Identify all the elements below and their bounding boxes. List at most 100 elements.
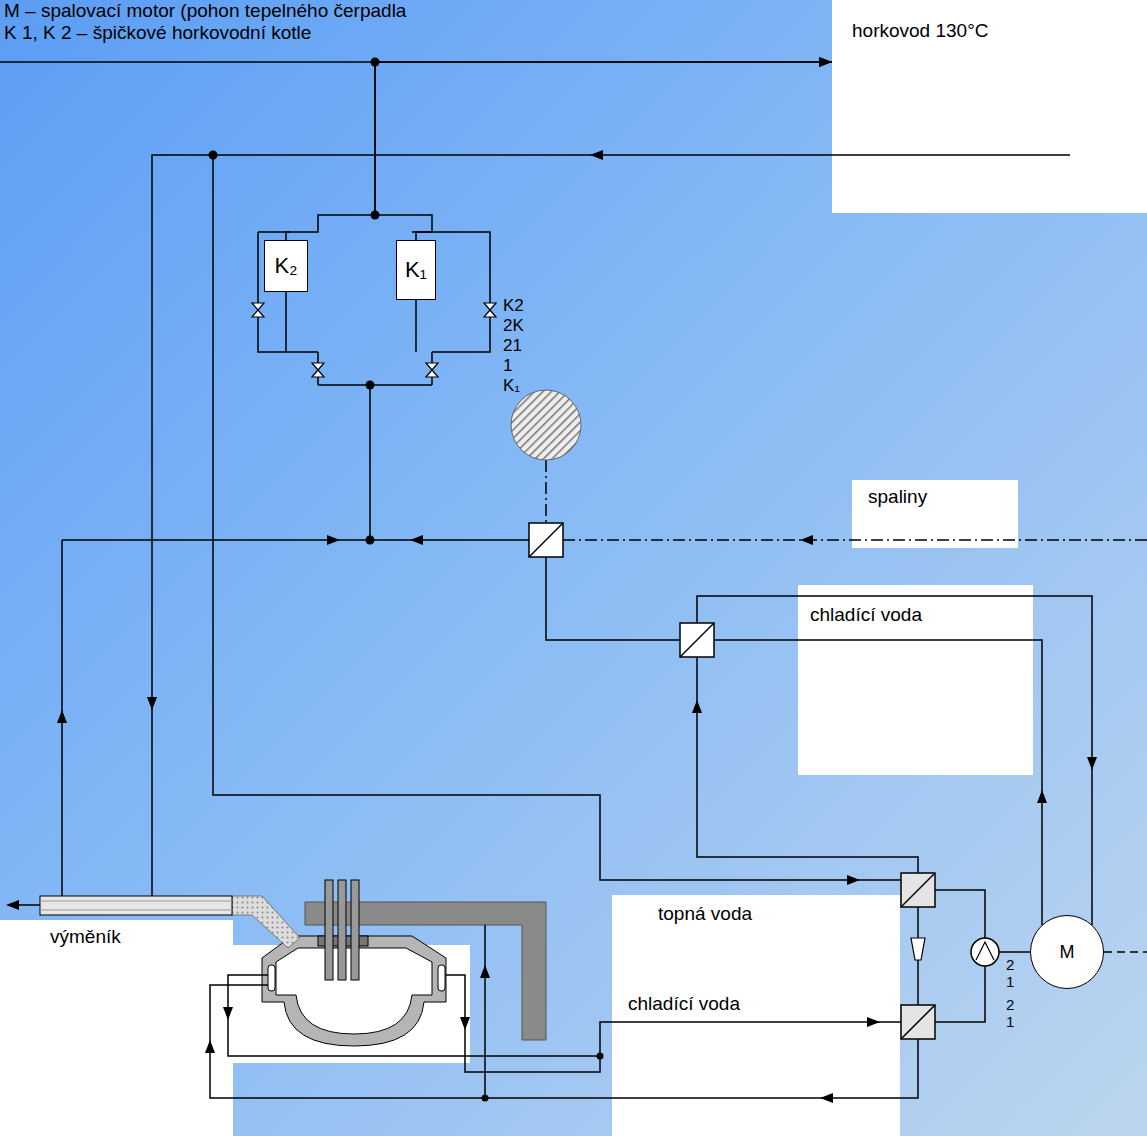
pipe-label-box: horkovod 130°C bbox=[832, 0, 1147, 213]
exchanger-label-box: výměník bbox=[0, 920, 233, 1136]
label-holder: K₁ bbox=[503, 376, 520, 396]
flow-arrow bbox=[205, 1040, 215, 1053]
junction-dot bbox=[209, 151, 218, 160]
pipe bbox=[62, 540, 529, 896]
tube-inner-lines bbox=[40, 901, 232, 910]
pipe-connector bbox=[286, 62, 832, 240]
valve-symbol bbox=[252, 303, 264, 317]
heat-exchanger bbox=[529, 523, 563, 557]
node-text: horkovod 130°C bbox=[852, 20, 988, 42]
valve-symbol bbox=[484, 303, 496, 317]
pipe bbox=[412, 232, 490, 385]
pipe bbox=[152, 155, 1070, 896]
label-holder: 1 bbox=[503, 356, 512, 376]
exchanger-diagonal bbox=[680, 623, 714, 657]
flow-arrow bbox=[847, 875, 860, 885]
flow-arrow bbox=[480, 965, 490, 978]
valve-symbol bbox=[426, 363, 438, 377]
label-holder: 2K bbox=[503, 316, 524, 336]
junction-dot bbox=[366, 536, 375, 545]
flow-arrow bbox=[223, 1007, 233, 1020]
junctions bbox=[209, 58, 604, 1102]
callout-number: K₁ bbox=[503, 376, 520, 396]
engine-circle: M bbox=[1030, 915, 1104, 989]
flue-gas-line bbox=[546, 460, 1147, 540]
callout-number: 21 bbox=[503, 336, 522, 356]
exchanger-diagonal bbox=[901, 1005, 935, 1039]
flow-arrow bbox=[692, 700, 702, 713]
node-text: K₁ bbox=[405, 257, 427, 283]
pipe bbox=[697, 657, 918, 873]
node-text: K₂ bbox=[274, 253, 297, 279]
electrode bbox=[338, 880, 346, 980]
condenser bbox=[901, 873, 935, 907]
valve-symbol bbox=[312, 363, 324, 377]
cooling-panel bbox=[438, 965, 445, 991]
label-holder: M – spalovací motor (pohon tepelného čer… bbox=[4, 0, 406, 22]
pipe bbox=[228, 975, 901, 1072]
flow-arrow bbox=[410, 535, 423, 545]
boiler-box: K₂ bbox=[264, 240, 308, 292]
callout-number: 1 bbox=[1006, 1013, 1014, 1030]
key-text: M – spalovací motor (pohon tepelného čer… bbox=[4, 0, 406, 22]
label-holder: 1 bbox=[1006, 1013, 1014, 1030]
flue-gas-label-box: spaliny bbox=[852, 480, 1018, 548]
drive-shaft bbox=[999, 951, 1030, 953]
label-holder: K 1, K 2 – špičkové horkovodní kotle bbox=[4, 22, 311, 44]
callout-number: 1 bbox=[1006, 973, 1014, 990]
junction-dot bbox=[366, 381, 375, 390]
junction-dot bbox=[371, 58, 380, 67]
junction-dot bbox=[597, 1053, 604, 1060]
tube-exchanger bbox=[40, 896, 232, 915]
node-text: chladící voda bbox=[810, 604, 922, 626]
exhaust-line bbox=[1104, 951, 1147, 953]
exchanger-diagonal bbox=[901, 873, 935, 907]
callout-number: 2 bbox=[1006, 996, 1014, 1013]
flow-arrow bbox=[590, 150, 603, 160]
pipe bbox=[258, 232, 318, 385]
callout-number: K2 bbox=[503, 296, 524, 316]
cooling-water-label-box: chladící voda bbox=[798, 585, 1033, 775]
pipe bbox=[210, 925, 918, 1098]
pipes bbox=[0, 62, 1147, 1098]
callout-number: 1 bbox=[503, 356, 512, 376]
pipe bbox=[546, 557, 680, 640]
electrode bbox=[351, 880, 359, 980]
callout-number: 2 bbox=[1006, 956, 1014, 973]
flow-arrow bbox=[147, 697, 157, 710]
label-holder: 2 bbox=[1006, 996, 1014, 1013]
flow-arrow bbox=[1087, 757, 1097, 770]
key-text: K 1, K 2 – špičkové horkovodní kotle bbox=[4, 22, 311, 44]
label-holder: K2 bbox=[503, 296, 524, 316]
flow-arrow bbox=[800, 535, 813, 545]
node-text: spaliny bbox=[868, 486, 927, 508]
label-holder: 2 bbox=[1006, 956, 1014, 973]
dust-duct bbox=[232, 896, 300, 948]
chimney-symbol bbox=[511, 390, 581, 460]
junction-dot bbox=[482, 1095, 489, 1102]
flow-arrow bbox=[327, 535, 340, 545]
compressor-mark bbox=[976, 942, 994, 960]
electrode bbox=[325, 880, 333, 980]
pipe-connector bbox=[375, 62, 832, 240]
node-text: M bbox=[1060, 941, 1075, 963]
pipe bbox=[0, 61, 375, 63]
compressor-symbol bbox=[971, 938, 999, 966]
flow-arrow bbox=[460, 1017, 470, 1030]
node-text: topná voda bbox=[658, 903, 752, 925]
boiler-box: K₁ bbox=[396, 240, 436, 300]
flow-arrows bbox=[6, 150, 1097, 1103]
label-holder: 1 bbox=[1006, 973, 1014, 990]
exchanger-diagonal bbox=[529, 523, 563, 557]
label-holder: 21 bbox=[503, 336, 522, 356]
heat-exchanger bbox=[680, 623, 714, 657]
flow-arrow bbox=[820, 1093, 833, 1103]
flow-arrow bbox=[6, 900, 19, 910]
flow-arrow bbox=[57, 710, 67, 723]
junction-dot bbox=[371, 211, 380, 220]
water-label-box: topná vodachladící voda bbox=[612, 895, 900, 1136]
callout-number: 2K bbox=[503, 316, 524, 336]
